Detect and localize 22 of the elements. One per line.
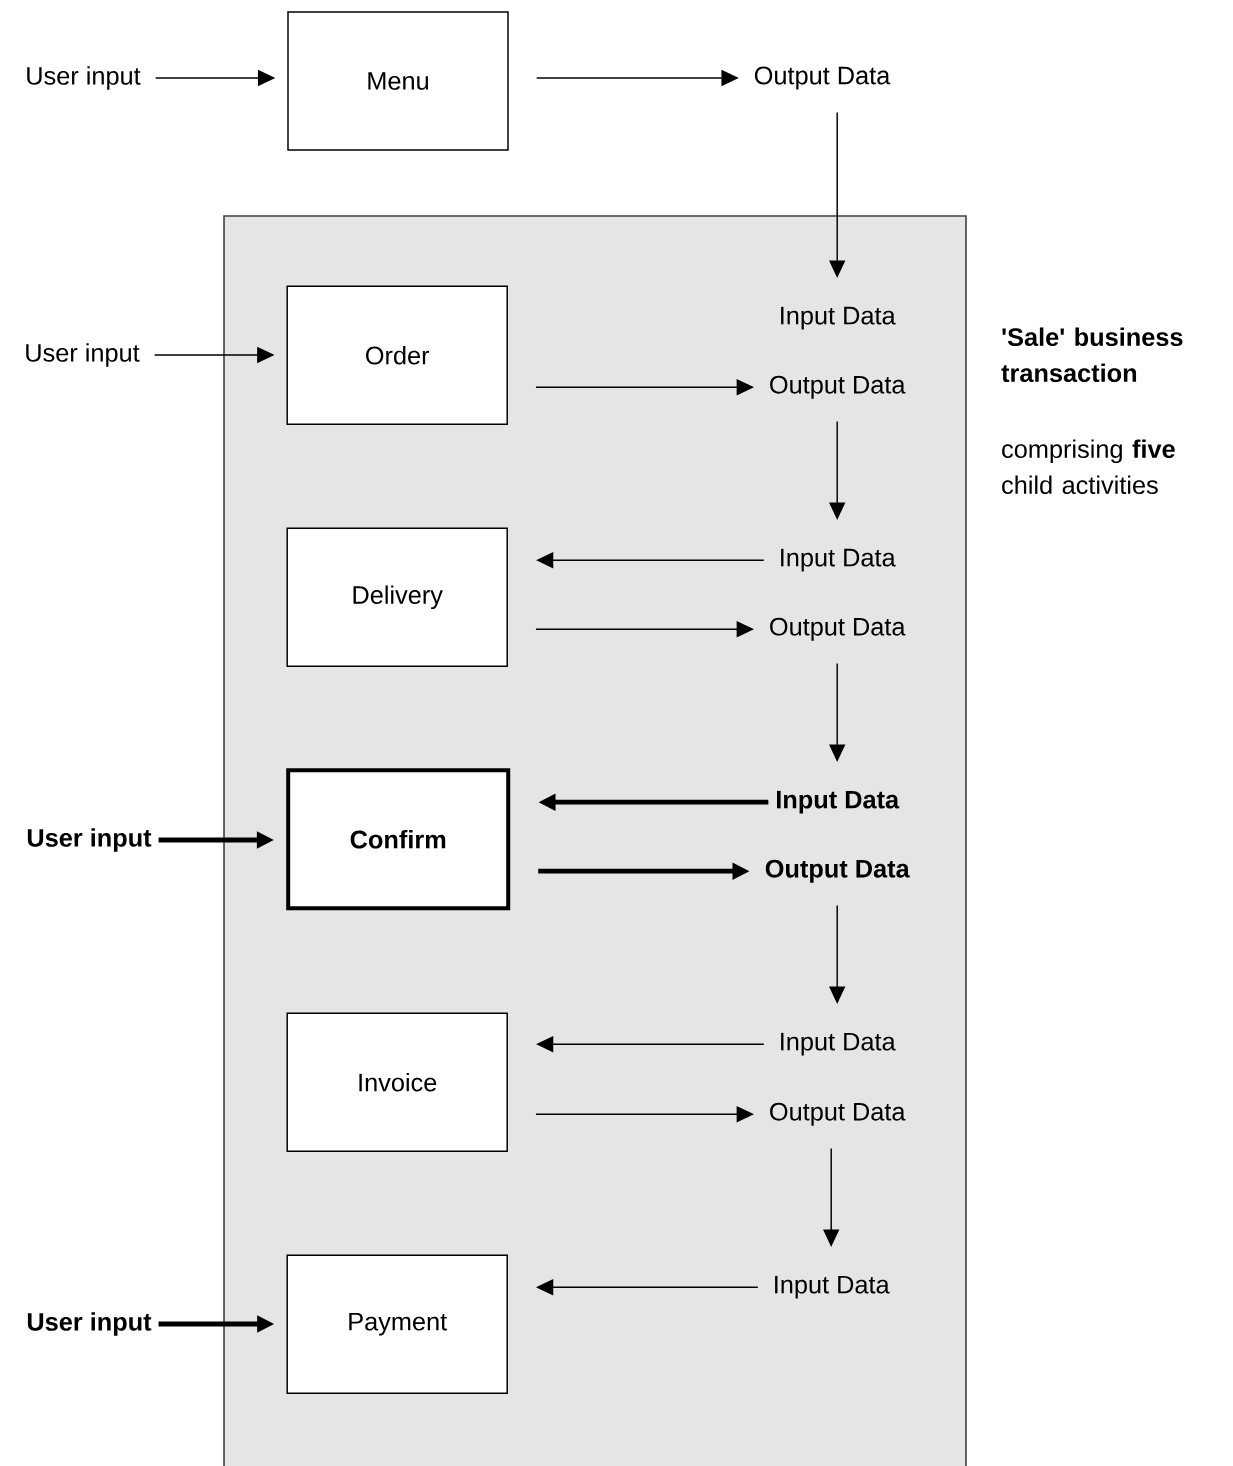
data-label: Output Data [770, 617, 906, 641]
data-label: Input Data [781, 306, 896, 330]
data-label: Output Data [770, 1102, 906, 1126]
data-label: Output Data [754, 66, 891, 90]
data-label: Input Data [775, 1275, 890, 1299]
data-label: Input Data [781, 1032, 896, 1056]
data-label: Output Data [770, 375, 906, 399]
data-label: Output Data [765, 859, 910, 883]
process-box: Menu [287, 11, 509, 151]
process-box: Confirm [286, 768, 511, 911]
side-note: comprising five child activities [1002, 439, 1175, 495]
data-label: Input Data [777, 790, 900, 814]
process-box: Delivery [286, 527, 508, 667]
data-label: User input [27, 66, 141, 90]
process-box: Invoice [286, 1012, 508, 1152]
data-label: User input [27, 828, 152, 852]
process-box: Payment [286, 1254, 508, 1394]
data-label: User input [27, 1312, 152, 1336]
data-label: Input Data [781, 548, 896, 572]
side-note: 'Sale' business transaction [1001, 327, 1183, 383]
data-label: User input [26, 343, 140, 367]
process-box: Order [286, 285, 508, 425]
